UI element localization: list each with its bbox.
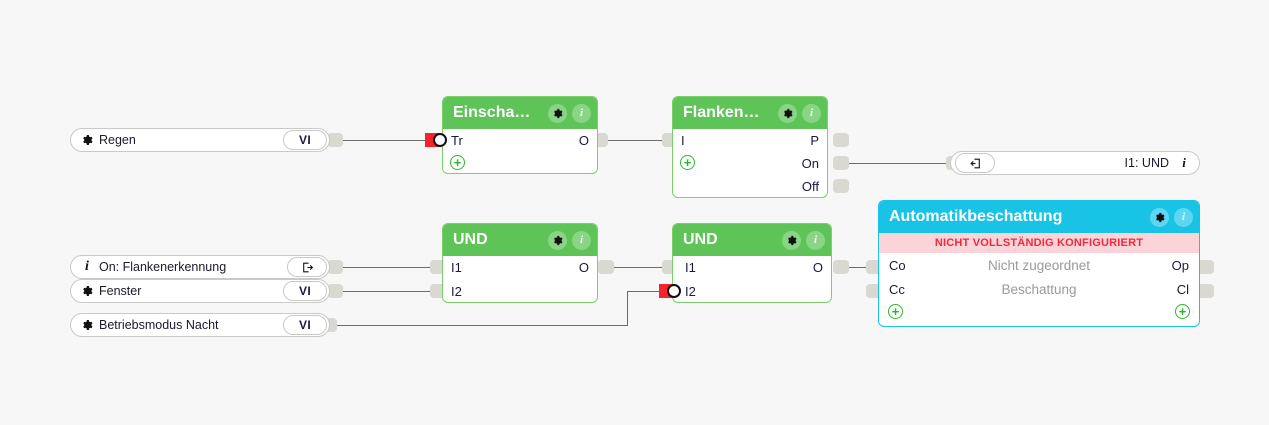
block-header[interactable]: Einscha… i: [443, 97, 597, 129]
block-header[interactable]: Flanken… i: [673, 97, 827, 129]
input-pill-label: Regen: [99, 133, 136, 147]
input-pill-on-flankenerkennung[interactable]: i On: Flankenerkennung: [70, 255, 330, 279]
import-arrow-icon[interactable]: [955, 153, 995, 173]
info-icon[interactable]: i: [1174, 207, 1193, 227]
gear-icon[interactable]: [548, 230, 567, 250]
add-input-icon[interactable]: [450, 155, 465, 170]
port-stub-flanken-p[interactable]: [833, 133, 849, 147]
input-pill-badge-vi[interactable]: VI: [283, 315, 327, 335]
port-stub-automatik-cl[interactable]: [1198, 284, 1214, 298]
add-output-icon[interactable]: [1175, 304, 1190, 319]
wire-und1-to-und2-i1: [605, 267, 667, 268]
port-label-cl[interactable]: Cl: [1176, 282, 1189, 297]
port-label-i1[interactable]: I1: [451, 260, 462, 275]
port-stub-automatik-op[interactable]: [1198, 260, 1214, 274]
block-header[interactable]: Automatikbeschattung i: [879, 201, 1199, 233]
info-icon[interactable]: i: [572, 230, 591, 250]
input-pill-betriebsmodus-nacht[interactable]: Betriebsmodus Nacht VI: [70, 313, 330, 337]
block-header[interactable]: UND i: [673, 224, 831, 256]
port-label-on[interactable]: On: [801, 156, 819, 171]
port-stub-flanken-on[interactable]: [833, 156, 849, 170]
block-und-2[interactable]: UND i I1 I2 O: [672, 223, 832, 303]
export-arrow-icon[interactable]: [287, 257, 327, 277]
wire-flankenerkennung-to-output-und: [838, 163, 950, 164]
block-und-1[interactable]: UND i I1 I2 O: [442, 223, 598, 303]
output-pill-label: I1: UND: [1124, 156, 1169, 170]
port-label-tr[interactable]: Tr: [451, 133, 463, 148]
block-header[interactable]: UND i: [443, 224, 597, 256]
port-label-co[interactable]: Co: [889, 258, 906, 273]
input-pill-badge-vi[interactable]: VI: [283, 281, 327, 301]
port-label-op[interactable]: Op: [1171, 258, 1189, 273]
port-stub-flankenerkennung-input-out[interactable]: [327, 260, 343, 274]
gear-icon[interactable]: [778, 103, 797, 123]
block-flankenerkennung[interactable]: Flanken… i I P On Off: [672, 96, 828, 198]
port-stub-flanken-off[interactable]: [833, 179, 849, 193]
gear-icon: [79, 285, 95, 297]
input-pill-fenster[interactable]: Fenster VI: [70, 279, 330, 303]
gear-icon: [79, 134, 95, 146]
invert-marker-circle: [433, 133, 447, 147]
inverted-input-marker-und2-i2[interactable]: [659, 284, 681, 298]
port-stub-und1-o[interactable]: [598, 260, 614, 274]
block-title: UND: [683, 231, 718, 248]
gear-icon[interactable]: [1150, 207, 1169, 227]
gear-icon[interactable]: [548, 103, 567, 123]
block-title: Flanken…: [683, 104, 760, 121]
assignment-row-1: Nicht zugeordnet: [987, 258, 1091, 273]
assignment-row-2: Beschattung: [1001, 282, 1077, 297]
wire-und2-to-automatikbeschattung-co: [838, 267, 878, 268]
info-icon: i: [85, 259, 89, 274]
info-icon[interactable]: i: [806, 230, 825, 250]
port-stub-und2-o[interactable]: [833, 260, 849, 274]
port-label-i2[interactable]: I2: [451, 284, 462, 299]
wire-betriebsmodus-segment-h2: [627, 291, 663, 292]
port-label-i[interactable]: I: [681, 133, 685, 148]
port-label-i2[interactable]: I2: [685, 284, 696, 299]
info-icon[interactable]: i: [572, 103, 591, 123]
add-input-icon[interactable]: [888, 304, 903, 319]
wire-einschaltverzoegerung-to-flankenerkennung: [605, 140, 667, 141]
block-einschaltverzoegerung[interactable]: Einscha… i Tr O: [442, 96, 598, 174]
gear-icon[interactable]: [782, 230, 801, 250]
input-pill-label: Fenster: [99, 284, 142, 298]
input-pill-regen[interactable]: Regen VI: [70, 128, 330, 152]
wire-regen-to-einschaltverzoegerung: [340, 140, 432, 141]
port-label-p[interactable]: P: [810, 133, 819, 148]
port-label-o[interactable]: O: [812, 260, 823, 275]
status-badge-not-configured: NICHT VOLLSTÄNDIG KONFIGURIERT: [879, 233, 1199, 253]
port-label-o[interactable]: O: [578, 133, 589, 148]
input-pill-label: On: Flankenerkennung: [99, 260, 227, 274]
port-label-o[interactable]: O: [578, 260, 589, 275]
port-label-i1[interactable]: I1: [685, 260, 696, 275]
block-title: Einscha…: [453, 104, 531, 121]
port-label-cc[interactable]: Cc: [889, 282, 905, 297]
block-title: Automatikbeschattung: [889, 208, 1063, 225]
inverted-input-marker-einscha-tr[interactable]: [425, 133, 447, 147]
info-icon[interactable]: i: [1182, 155, 1186, 170]
block-automatikbeschattung[interactable]: Automatikbeschattung i NICHT VOLLSTÄNDIG…: [878, 200, 1200, 327]
gear-icon: [79, 319, 95, 331]
port-label-off[interactable]: Off: [801, 179, 819, 194]
input-pill-label: Betriebsmodus Nacht: [99, 318, 219, 332]
block-title: UND: [453, 231, 488, 248]
port-stub-regen-out[interactable]: [327, 133, 343, 147]
wire-fenster-to-und1-i2: [340, 291, 434, 292]
port-stub-fenster-out[interactable]: [327, 284, 343, 298]
wire-betriebsmodus-segment-h1: [333, 325, 627, 326]
add-input-icon[interactable]: [680, 155, 695, 170]
info-icon[interactable]: i: [802, 103, 821, 123]
output-pill-i1-und[interactable]: I1: UND i: [950, 151, 1200, 175]
input-pill-badge-vi[interactable]: VI: [283, 130, 327, 150]
wire-betriebsmodus-segment-v: [627, 291, 628, 326]
invert-marker-circle: [667, 284, 681, 298]
wire-flankenerkennung-input-to-und1-i1: [340, 267, 434, 268]
